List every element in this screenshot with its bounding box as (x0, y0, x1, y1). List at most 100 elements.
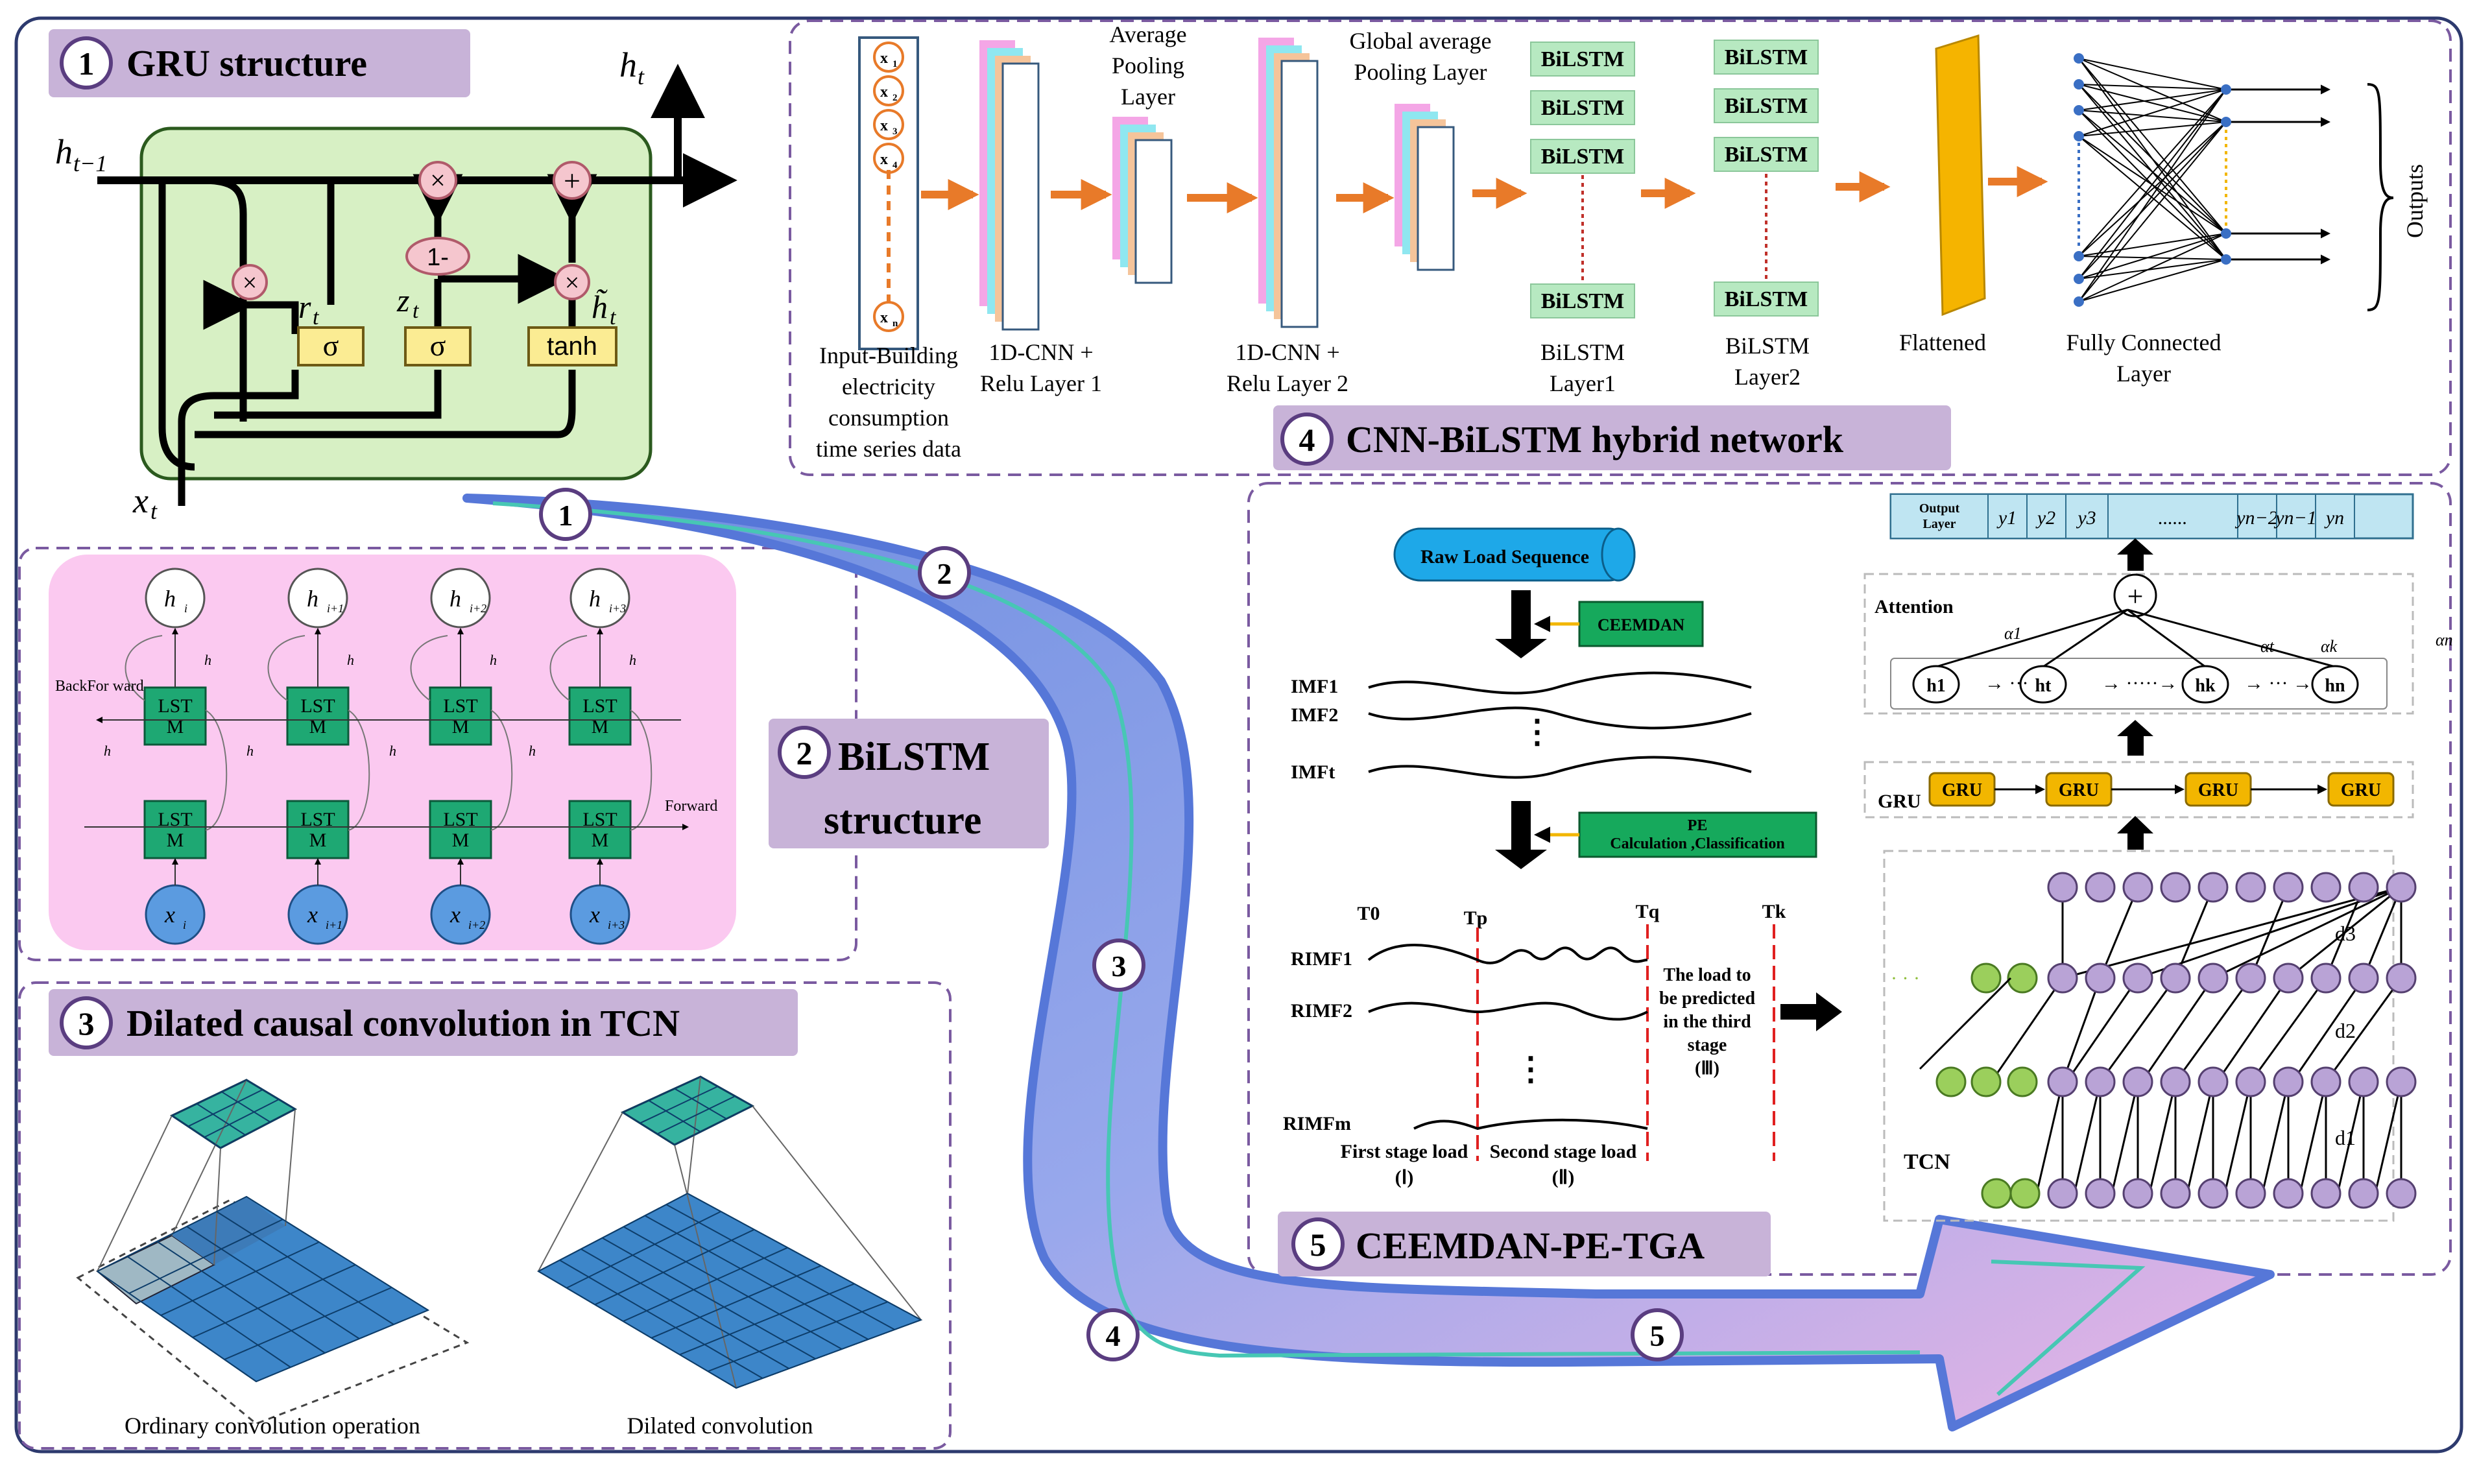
flow-marker-3: 3 (1092, 939, 1145, 992)
svg-text:Outputs: Outputs (2402, 164, 2428, 238)
svg-text:3: 3 (1112, 950, 1127, 983)
svg-text:h: h (307, 586, 318, 612)
svg-text:t: t (638, 64, 645, 90)
flow-marker-1: 1 (539, 488, 592, 541)
svg-text:+: + (564, 164, 581, 197)
svg-text:Tk: Tk (1762, 901, 1786, 922)
svg-text:h: h (490, 652, 497, 668)
svg-text:hn: hn (2325, 676, 2345, 696)
title-bilstm: 2 BiLSTM structure (769, 719, 1049, 848)
svg-text:r: r (298, 289, 311, 325)
svg-text:CNN-BiLSTM hybrid network: CNN-BiLSTM hybrid network (1346, 418, 1844, 461)
svg-text:→ ·····→: → ·····→ (2102, 673, 2177, 694)
svg-text:αn: αn (2436, 630, 2453, 649)
svg-text:Attention: Attention (1874, 596, 1954, 617)
svg-text:Dilated causal convolution in: Dilated causal convolution in TCN (126, 1002, 680, 1044)
svg-text:Second stage load(Ⅱ): Second stage load(Ⅱ) (1490, 1141, 1637, 1188)
flow-marker-4: 4 (1086, 1308, 1140, 1361)
svg-text:BiLSTM: BiLSTM (1541, 47, 1624, 71)
svg-text:IMF2: IMF2 (1291, 704, 1338, 726)
svg-text:yn−2: yn−2 (2234, 507, 2278, 529)
svg-text:ht: ht (2035, 676, 2052, 696)
svg-text:BiLSTM: BiLSTM (1541, 145, 1624, 169)
svg-text:σ: σ (430, 329, 446, 362)
svg-text:x: x (589, 902, 600, 928)
svg-text:i: i (184, 602, 187, 615)
svg-text:⋮: ⋮ (1515, 1051, 1547, 1087)
svg-text:i+2: i+2 (468, 918, 485, 931)
svg-text:RIMFm: RIMFm (1283, 1113, 1351, 1134)
svg-text:h: h (529, 743, 536, 759)
svg-text:→ ···: → ··· (1985, 673, 2028, 694)
svg-text:hk: hk (2195, 676, 2216, 696)
svg-text:IMFt: IMFt (1291, 761, 1335, 783)
svg-text:h: h (246, 743, 254, 759)
svg-text:Dilated convolution: Dilated convolution (627, 1413, 813, 1439)
svg-text:BiLSTM: BiLSTM (1725, 287, 1808, 311)
lstm-cell (143, 686, 207, 746)
svg-text:IMF1: IMF1 (1291, 676, 1338, 697)
svg-text:T0: T0 (1357, 903, 1380, 924)
bilstm-unit (1530, 42, 1635, 77)
svg-text:GRU: GRU (2198, 780, 2238, 800)
svg-text:BiLSTM: BiLSTM (1725, 143, 1808, 167)
bilstm-h-node (430, 568, 491, 628)
svg-text:αt: αt (2260, 637, 2275, 656)
input-node (873, 109, 904, 140)
svg-text:αk: αk (2321, 637, 2338, 656)
input-node (873, 143, 904, 174)
bilstm-unit (1530, 283, 1635, 318)
svg-text:t−1: t−1 (73, 150, 107, 176)
svg-text:CEEMDAN: CEEMDAN (1598, 616, 1685, 634)
outer-frame (14, 16, 2463, 1454)
svg-text:y2: y2 (2035, 507, 2055, 529)
bilstm-unit (1530, 139, 1635, 174)
svg-text:1-: 1- (427, 244, 449, 271)
svg-text:yn−1: yn−1 (2273, 507, 2317, 529)
svg-text:4: 4 (892, 160, 898, 171)
svg-text:h: h (449, 586, 461, 612)
bilstm-unit (1714, 281, 1819, 317)
svg-text:x: x (164, 902, 175, 928)
svg-text:Tq: Tq (1636, 901, 1660, 922)
title-gru: 1 GRU structure (49, 29, 470, 97)
svg-text:structure: structure (824, 798, 981, 843)
svg-text:GRU: GRU (2059, 780, 2099, 800)
gru-unit (2327, 772, 2395, 807)
svg-text:t: t (610, 305, 617, 329)
svg-text:CEEMDAN-PE-TGA: CEEMDAN-PE-TGA (1356, 1225, 1705, 1267)
svg-text:3: 3 (78, 1005, 95, 1042)
panel-4-frame (789, 19, 2452, 476)
gru-diagram: × + × × 1- σ σ tanh h t h t−1 x t r t z … (55, 45, 737, 524)
svg-text:h1: h1 (1926, 676, 1946, 696)
svg-text:2: 2 (937, 557, 952, 590)
svg-text:h: h (204, 652, 211, 668)
lstm-cell (429, 686, 492, 746)
svg-text:d2: d2 (2335, 1019, 2356, 1042)
svg-text:PE: PE (1688, 817, 1708, 834)
svg-text:· · ·: · · · (1891, 968, 1920, 989)
svg-text:x: x (307, 902, 318, 928)
bilstm-unit (1714, 40, 1819, 75)
svg-text:Tp: Tp (1464, 907, 1488, 929)
svg-text:×: × (565, 268, 580, 297)
svg-text:RIMF2: RIMF2 (1291, 1000, 1352, 1022)
svg-text:x: x (880, 117, 888, 134)
svg-text:h: h (164, 586, 176, 612)
svg-text:x: x (132, 481, 149, 520)
panel-3-frame (18, 981, 952, 1450)
svg-text:α1: α1 (2004, 624, 2022, 643)
bilstm-x-node (287, 884, 348, 945)
svg-text:......: ...... (2159, 507, 2188, 529)
svg-text:GRU: GRU (1942, 780, 1982, 800)
svg-text:BiLSTM: BiLSTM (1541, 289, 1624, 313)
svg-text:h̃: h̃ (592, 289, 608, 325)
svg-text:h: h (619, 45, 637, 84)
bilstm-unit (1530, 90, 1635, 125)
svg-text:RIMF1: RIMF1 (1291, 948, 1352, 970)
svg-text:5: 5 (1650, 1319, 1665, 1352)
svg-text:1: 1 (892, 59, 898, 69)
bilstm-x-node (145, 884, 206, 945)
lstm-cell (286, 686, 350, 746)
